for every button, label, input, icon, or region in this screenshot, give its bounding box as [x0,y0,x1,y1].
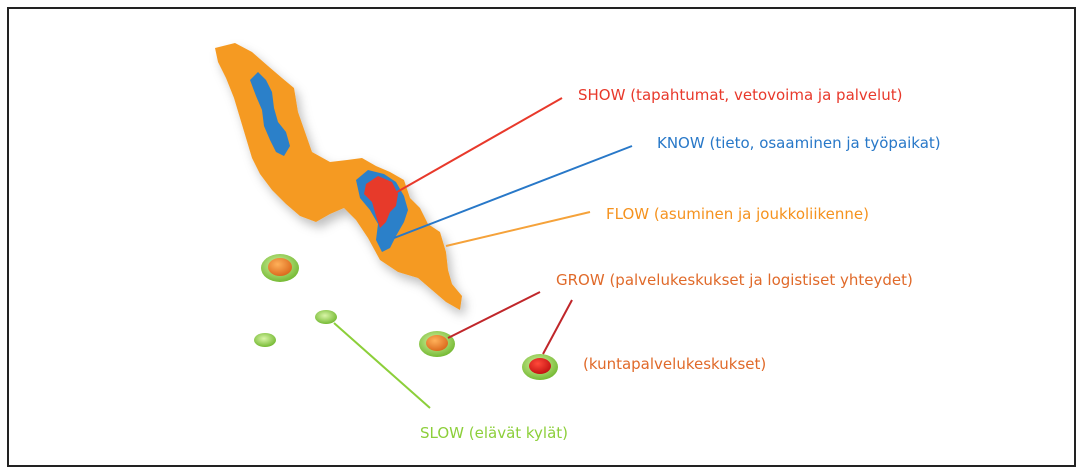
know-leader-line [393,145,633,239]
know-label: KNOW (tieto, osaaminen ja työpaikat) [657,134,941,152]
flow-leader-line [445,211,591,247]
municipal-label: (kuntapalvelukeskukset) [583,355,767,373]
know-zone-upper-shape [250,72,290,156]
slow-node-1 [254,333,276,347]
municipal-node [522,354,558,380]
show-leader-line [389,97,563,197]
flow-label: FLOW (asuminen ja joukkoliikenne) [606,205,869,223]
grow-node-2 [419,331,455,357]
diagram-frame [7,7,1076,467]
grow-leader-line [447,291,541,339]
grow-node-1 [261,254,299,282]
slow-label: SLOW (elävät kylät) [420,424,569,442]
show-zone-shape [364,176,398,228]
grow-label: GROW (palvelukeskukset ja logistiset yht… [556,271,913,289]
slow-leader-line [333,322,431,409]
muni-leader-line [542,299,573,355]
flow-zone-shape [215,43,462,310]
show-label: SHOW (tapahtumat, vetovoima ja palvelut) [578,86,903,104]
slow-node-2 [315,310,337,324]
